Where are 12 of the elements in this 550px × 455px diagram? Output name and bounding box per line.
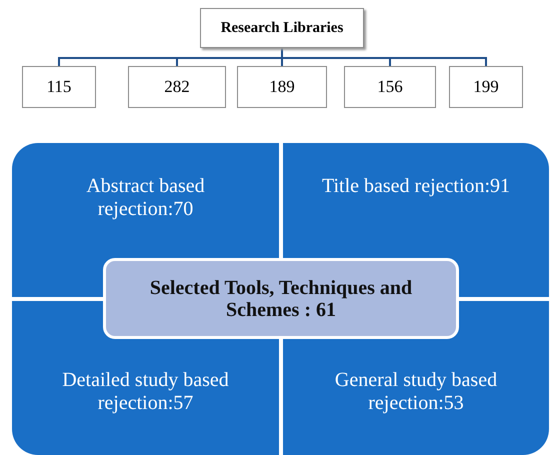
root-box: Research Libraries xyxy=(200,8,364,48)
library-box: 115 xyxy=(22,66,96,108)
library-box: 156 xyxy=(344,66,436,108)
quadrant-text: Detailed study based rejection:57 xyxy=(12,341,279,455)
library-box: 282 xyxy=(128,66,226,108)
quadrant-text: Abstract based rejection:70 xyxy=(12,143,279,256)
library-box: 199 xyxy=(449,66,523,108)
center-box: Selected Tools, Techniques and Schemes : 61 xyxy=(103,258,459,339)
connector-line xyxy=(281,48,487,66)
library-box: 189 xyxy=(237,66,327,108)
quadrant-text: Title based rejection:91 xyxy=(283,143,549,256)
quadrant-text: General study based rejection:53 xyxy=(283,341,549,455)
